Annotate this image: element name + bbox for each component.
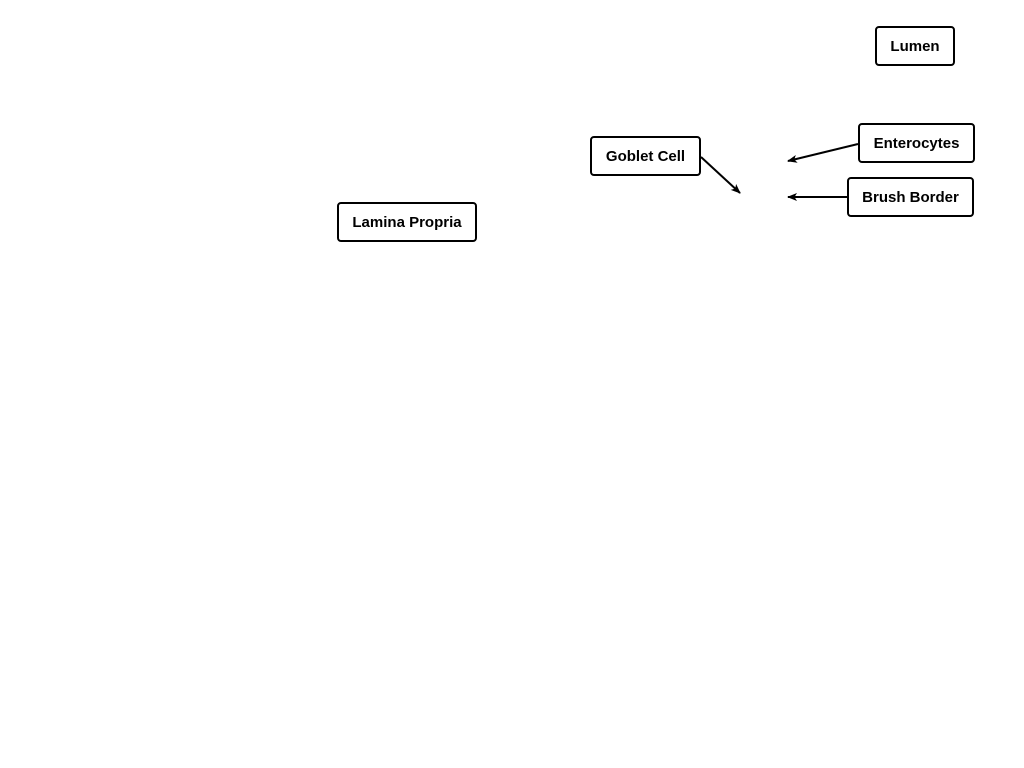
goblet-cell-arrow (700, 156, 741, 194)
lumen-label-text: Lumen (890, 37, 940, 55)
lumen-label: Lumen (875, 26, 955, 66)
goblet-cell-label: Goblet Cell (590, 136, 701, 176)
lamina-propria-label-text: Lamina Propria (352, 213, 462, 231)
enterocytes-label-text: Enterocytes (873, 134, 960, 152)
enterocytes-label: Enterocytes (858, 123, 975, 163)
lamina-propria-label: Lamina Propria (337, 202, 477, 242)
brush-border-label-text: Brush Border (862, 188, 959, 206)
brush-border-label: Brush Border (847, 177, 974, 217)
goblet-cell-label-text: Goblet Cell (605, 147, 686, 165)
enterocytes-arrow (787, 143, 859, 163)
